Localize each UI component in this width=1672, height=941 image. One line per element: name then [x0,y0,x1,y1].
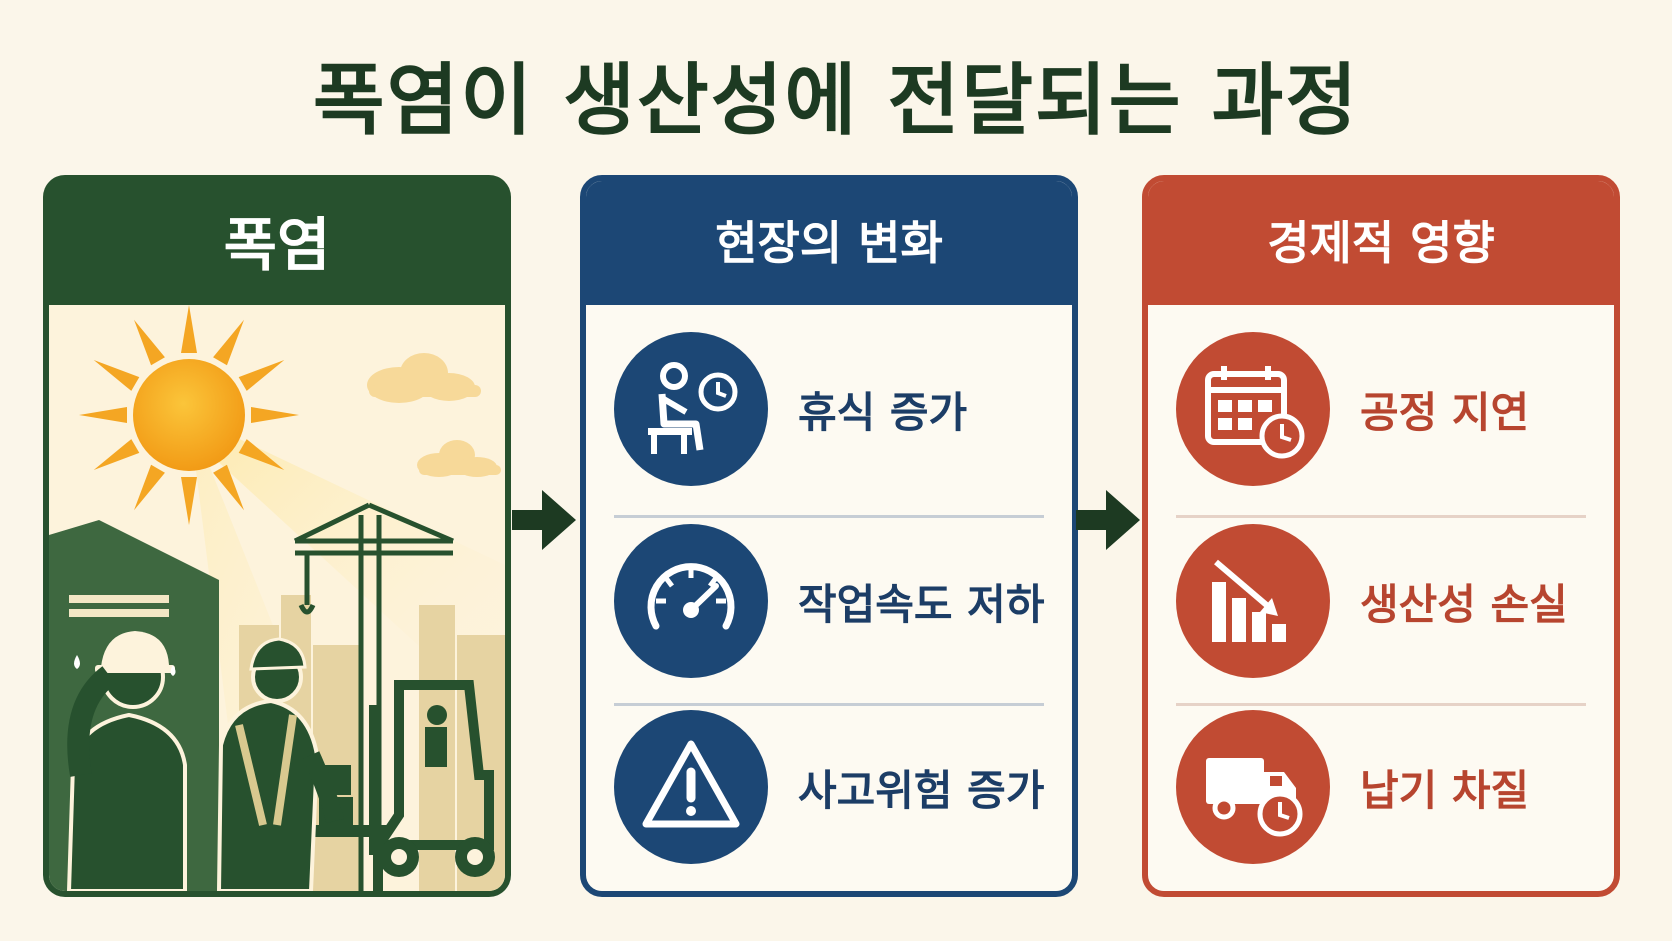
warning-triangle-icon [614,710,768,864]
list-item-label: 사고위험 증가 [798,765,1045,815]
panel-economic-impact-heading: 경제적 영향 [1148,181,1614,305]
list-item: 사고위험 증가 [614,697,1044,877]
divider [614,703,1044,706]
flow-arrow-icon [1076,490,1140,550]
divider [1176,703,1586,706]
calendar-clock-icon [1176,332,1330,486]
divider [1176,515,1586,518]
page-title: 폭염이 생산성에 전달되는 과정 [312,56,1360,146]
list-item-label: 생산성 손실 [1360,579,1568,629]
panel-site-changes: 현장의 변화 휴식 증가 [580,175,1078,897]
working-worker [216,637,344,891]
list-item-label: 작업속도 저하 [798,579,1045,629]
sun-icon [79,305,299,525]
forklift [319,680,495,877]
list-item-label: 공정 지연 [1360,387,1530,437]
cloud-icon [417,440,501,477]
flow-arrow-icon [512,490,576,550]
list-item-label: 납기 차질 [1360,765,1530,815]
sweating-worker [66,631,187,891]
cloud-icon [367,353,481,403]
panel-site-changes-heading: 현장의 변화 [586,181,1072,305]
list-item: 납기 차질 [1176,697,1586,877]
panel-heatwave: 폭염 [43,175,511,897]
heatwave-illustration [49,305,505,891]
declining-bar-chart-icon [1176,524,1330,678]
list-item: 생산성 손실 [1176,511,1586,691]
panel-heatwave-heading: 폭염 [223,211,331,279]
panel-economic-impact: 경제적 영향 공정 지연 [1142,175,1620,897]
list-item: 휴식 증가 [614,319,1044,499]
list-item: 공정 지연 [1176,319,1586,499]
speedometer-icon [614,524,768,678]
list-item: 작업속도 저하 [614,511,1044,691]
divider [614,515,1044,518]
heatwave-construction-scene [49,305,505,891]
delivery-truck-clock-icon [1176,710,1330,864]
list-item-label: 휴식 증가 [798,387,968,437]
resting-worker-clock-icon [614,332,768,486]
